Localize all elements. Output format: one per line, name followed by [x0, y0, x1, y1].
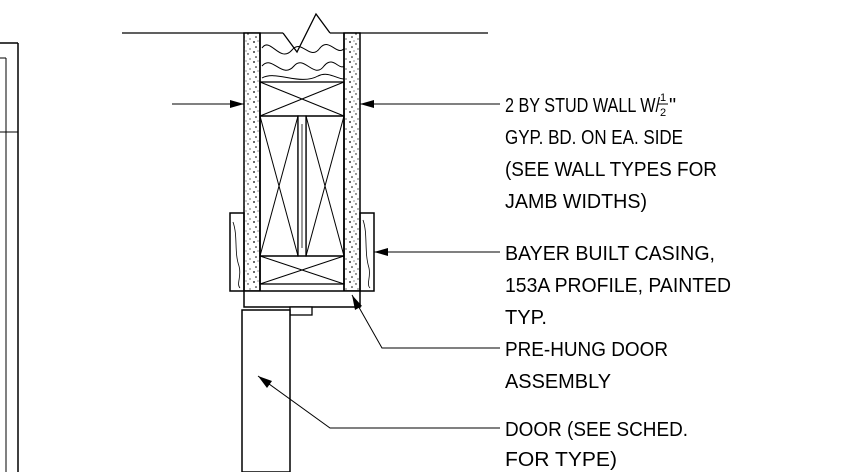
prehung-leader [351, 294, 500, 349]
note-casing-line3: TYP. [505, 307, 547, 329]
note-door-line1: DOOR (SEE SCHED. [505, 419, 688, 441]
note-casing-line2: 153A PROFILE, PAINTED [505, 275, 731, 297]
note-prehung-line1: PRE-HUNG DOOR [505, 339, 668, 361]
insulation-batt [261, 44, 347, 80]
break-line [122, 12, 488, 54]
note-casing: BAYER BUILT CASING, 153A PROFILE, PAINTE… [505, 243, 731, 329]
note-stud-wall-line3: (SEE WALL TYPES FOR [505, 159, 717, 181]
fraction-numerator: 1 [660, 92, 666, 104]
note-stud-wall-line1: 2 BY STUD WALL W/ [505, 95, 660, 117]
fraction-denominator: 2 [660, 107, 666, 119]
note-prehung: PRE-HUNG DOOR ASSEMBLY [505, 339, 668, 393]
stud-framing [259, 33, 345, 291]
door-leaf [241, 309, 291, 472]
note-door: DOOR (SEE SCHED. FOR TYPE) [505, 419, 688, 471]
note-door-line2: FOR TYPE) [505, 449, 617, 471]
door-jamb [243, 290, 361, 316]
left-frame-lines [0, 42, 19, 472]
door-leader [257, 375, 500, 429]
casing-leader [374, 248, 500, 256]
note-casing-line1: BAYER BUILT CASING, [505, 243, 715, 265]
note-prehung-line2: ASSEMBLY [505, 371, 611, 393]
inch-mark: " [669, 95, 676, 117]
note-stud-wall: 2 BY STUD WALL W/ 1 2 " GYP. BD. ON EA. … [505, 92, 717, 213]
wall-width-dimension [172, 100, 500, 108]
note-stud-wall-line4: JAMB WIDTHS) [505, 191, 647, 213]
note-stud-wall-line2: GYP. BD. ON EA. SIDE [505, 127, 683, 149]
